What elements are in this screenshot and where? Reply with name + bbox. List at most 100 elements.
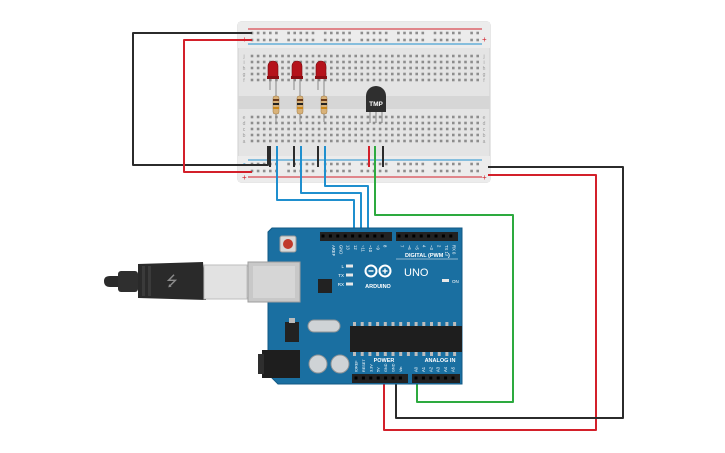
chip-pin	[453, 322, 457, 326]
rail-hole	[439, 162, 443, 166]
header-hole[interactable]	[321, 234, 325, 238]
strip-hole	[476, 78, 479, 82]
rail-hole	[311, 38, 315, 42]
header-hole[interactable]	[336, 234, 340, 238]
strip-hole	[336, 78, 339, 82]
header-hole[interactable]	[444, 376, 448, 380]
strip-hole	[391, 72, 394, 76]
strip-hole	[305, 127, 309, 131]
resistor-3[interactable]	[320, 90, 328, 122]
strip-hole	[476, 133, 479, 137]
strip-hole	[262, 121, 266, 125]
header-hole[interactable]	[427, 234, 431, 238]
strip-hole	[458, 121, 461, 125]
header-hole[interactable]	[391, 376, 395, 380]
strip-hole	[336, 139, 339, 143]
rail-hole	[372, 38, 376, 42]
strip-hole	[342, 78, 345, 82]
strip-hole	[250, 54, 254, 58]
rail-hole	[470, 31, 473, 35]
strip-hole	[409, 78, 412, 82]
strip-hole	[439, 127, 443, 131]
header-hole[interactable]	[365, 234, 369, 238]
rail-hole	[409, 162, 412, 166]
strip-hole	[378, 78, 382, 82]
header-hole[interactable]	[412, 234, 416, 238]
rail-hole	[330, 162, 333, 166]
strip-hole	[293, 115, 296, 119]
rail-hole	[397, 162, 400, 166]
led-2[interactable]	[291, 60, 303, 90]
header-hole[interactable]	[397, 234, 401, 238]
header-hole[interactable]	[380, 234, 384, 238]
wire-blue-led-2	[300, 146, 362, 235]
chip-pin	[383, 352, 387, 356]
strip-hole	[348, 133, 351, 137]
header-hole[interactable]	[429, 376, 433, 380]
strip-hole	[287, 72, 290, 76]
strip-hole	[433, 121, 437, 125]
header-hole[interactable]	[369, 376, 373, 380]
header-hole[interactable]	[404, 234, 408, 238]
header-hole[interactable]	[361, 376, 365, 380]
strip-hole	[366, 115, 370, 119]
strip-hole	[397, 66, 400, 70]
strip-hole	[458, 139, 461, 143]
header-hole[interactable]	[376, 376, 380, 380]
analog-pin-label: A3	[436, 366, 441, 372]
strip-hole	[311, 54, 315, 58]
strip-hole	[391, 78, 394, 82]
strip-hole	[305, 66, 309, 70]
header-hole[interactable]	[449, 234, 453, 238]
strip-hole	[445, 121, 449, 125]
strip-hole	[384, 127, 388, 131]
rail-hole	[348, 169, 351, 173]
header-hole[interactable]	[436, 376, 440, 380]
header-hole[interactable]	[373, 234, 377, 238]
strip-hole	[269, 127, 272, 131]
header-hole[interactable]	[358, 234, 362, 238]
strip-hole	[464, 139, 467, 143]
strip-hole	[299, 60, 303, 64]
strip-hole	[250, 139, 254, 143]
temperature-sensor[interactable]: TMP	[366, 86, 386, 123]
strip-hole	[384, 60, 388, 64]
header-hole[interactable]	[434, 234, 438, 238]
strip-hole	[348, 139, 351, 143]
header-hole[interactable]	[451, 376, 455, 380]
strip-hole	[391, 121, 394, 125]
strip-hole	[330, 115, 333, 119]
strip-hole	[305, 115, 309, 119]
led-1[interactable]	[267, 60, 279, 90]
resistor-2[interactable]	[296, 90, 304, 122]
header-hole[interactable]	[354, 376, 358, 380]
strip-hole	[421, 60, 425, 64]
rail-hole	[433, 31, 437, 35]
rail-hole	[458, 169, 461, 173]
analog-pin-label: A2	[428, 366, 433, 372]
led-3-body	[315, 60, 327, 79]
header-hole[interactable]	[421, 376, 425, 380]
strip-hole	[439, 121, 443, 125]
strip-hole	[452, 115, 455, 119]
rail-hole	[445, 169, 449, 173]
header-hole[interactable]	[343, 234, 347, 238]
strip-hole	[269, 121, 272, 125]
strip-hole	[427, 121, 431, 125]
strip-hole	[317, 127, 321, 131]
header-hole[interactable]	[384, 376, 388, 380]
rail-hole	[336, 169, 339, 173]
header-hole[interactable]	[328, 234, 332, 238]
header-hole[interactable]	[414, 376, 418, 380]
strip-hole	[439, 54, 443, 58]
strip-hole	[470, 78, 473, 82]
rail-hole	[470, 169, 473, 173]
header-hole[interactable]	[419, 234, 423, 238]
resistor-1[interactable]	[272, 90, 280, 122]
led-3[interactable]	[315, 60, 327, 90]
header-hole[interactable]	[441, 234, 445, 238]
header-hole[interactable]	[351, 234, 355, 238]
header-hole[interactable]	[398, 376, 402, 380]
strip-hole	[262, 66, 266, 70]
